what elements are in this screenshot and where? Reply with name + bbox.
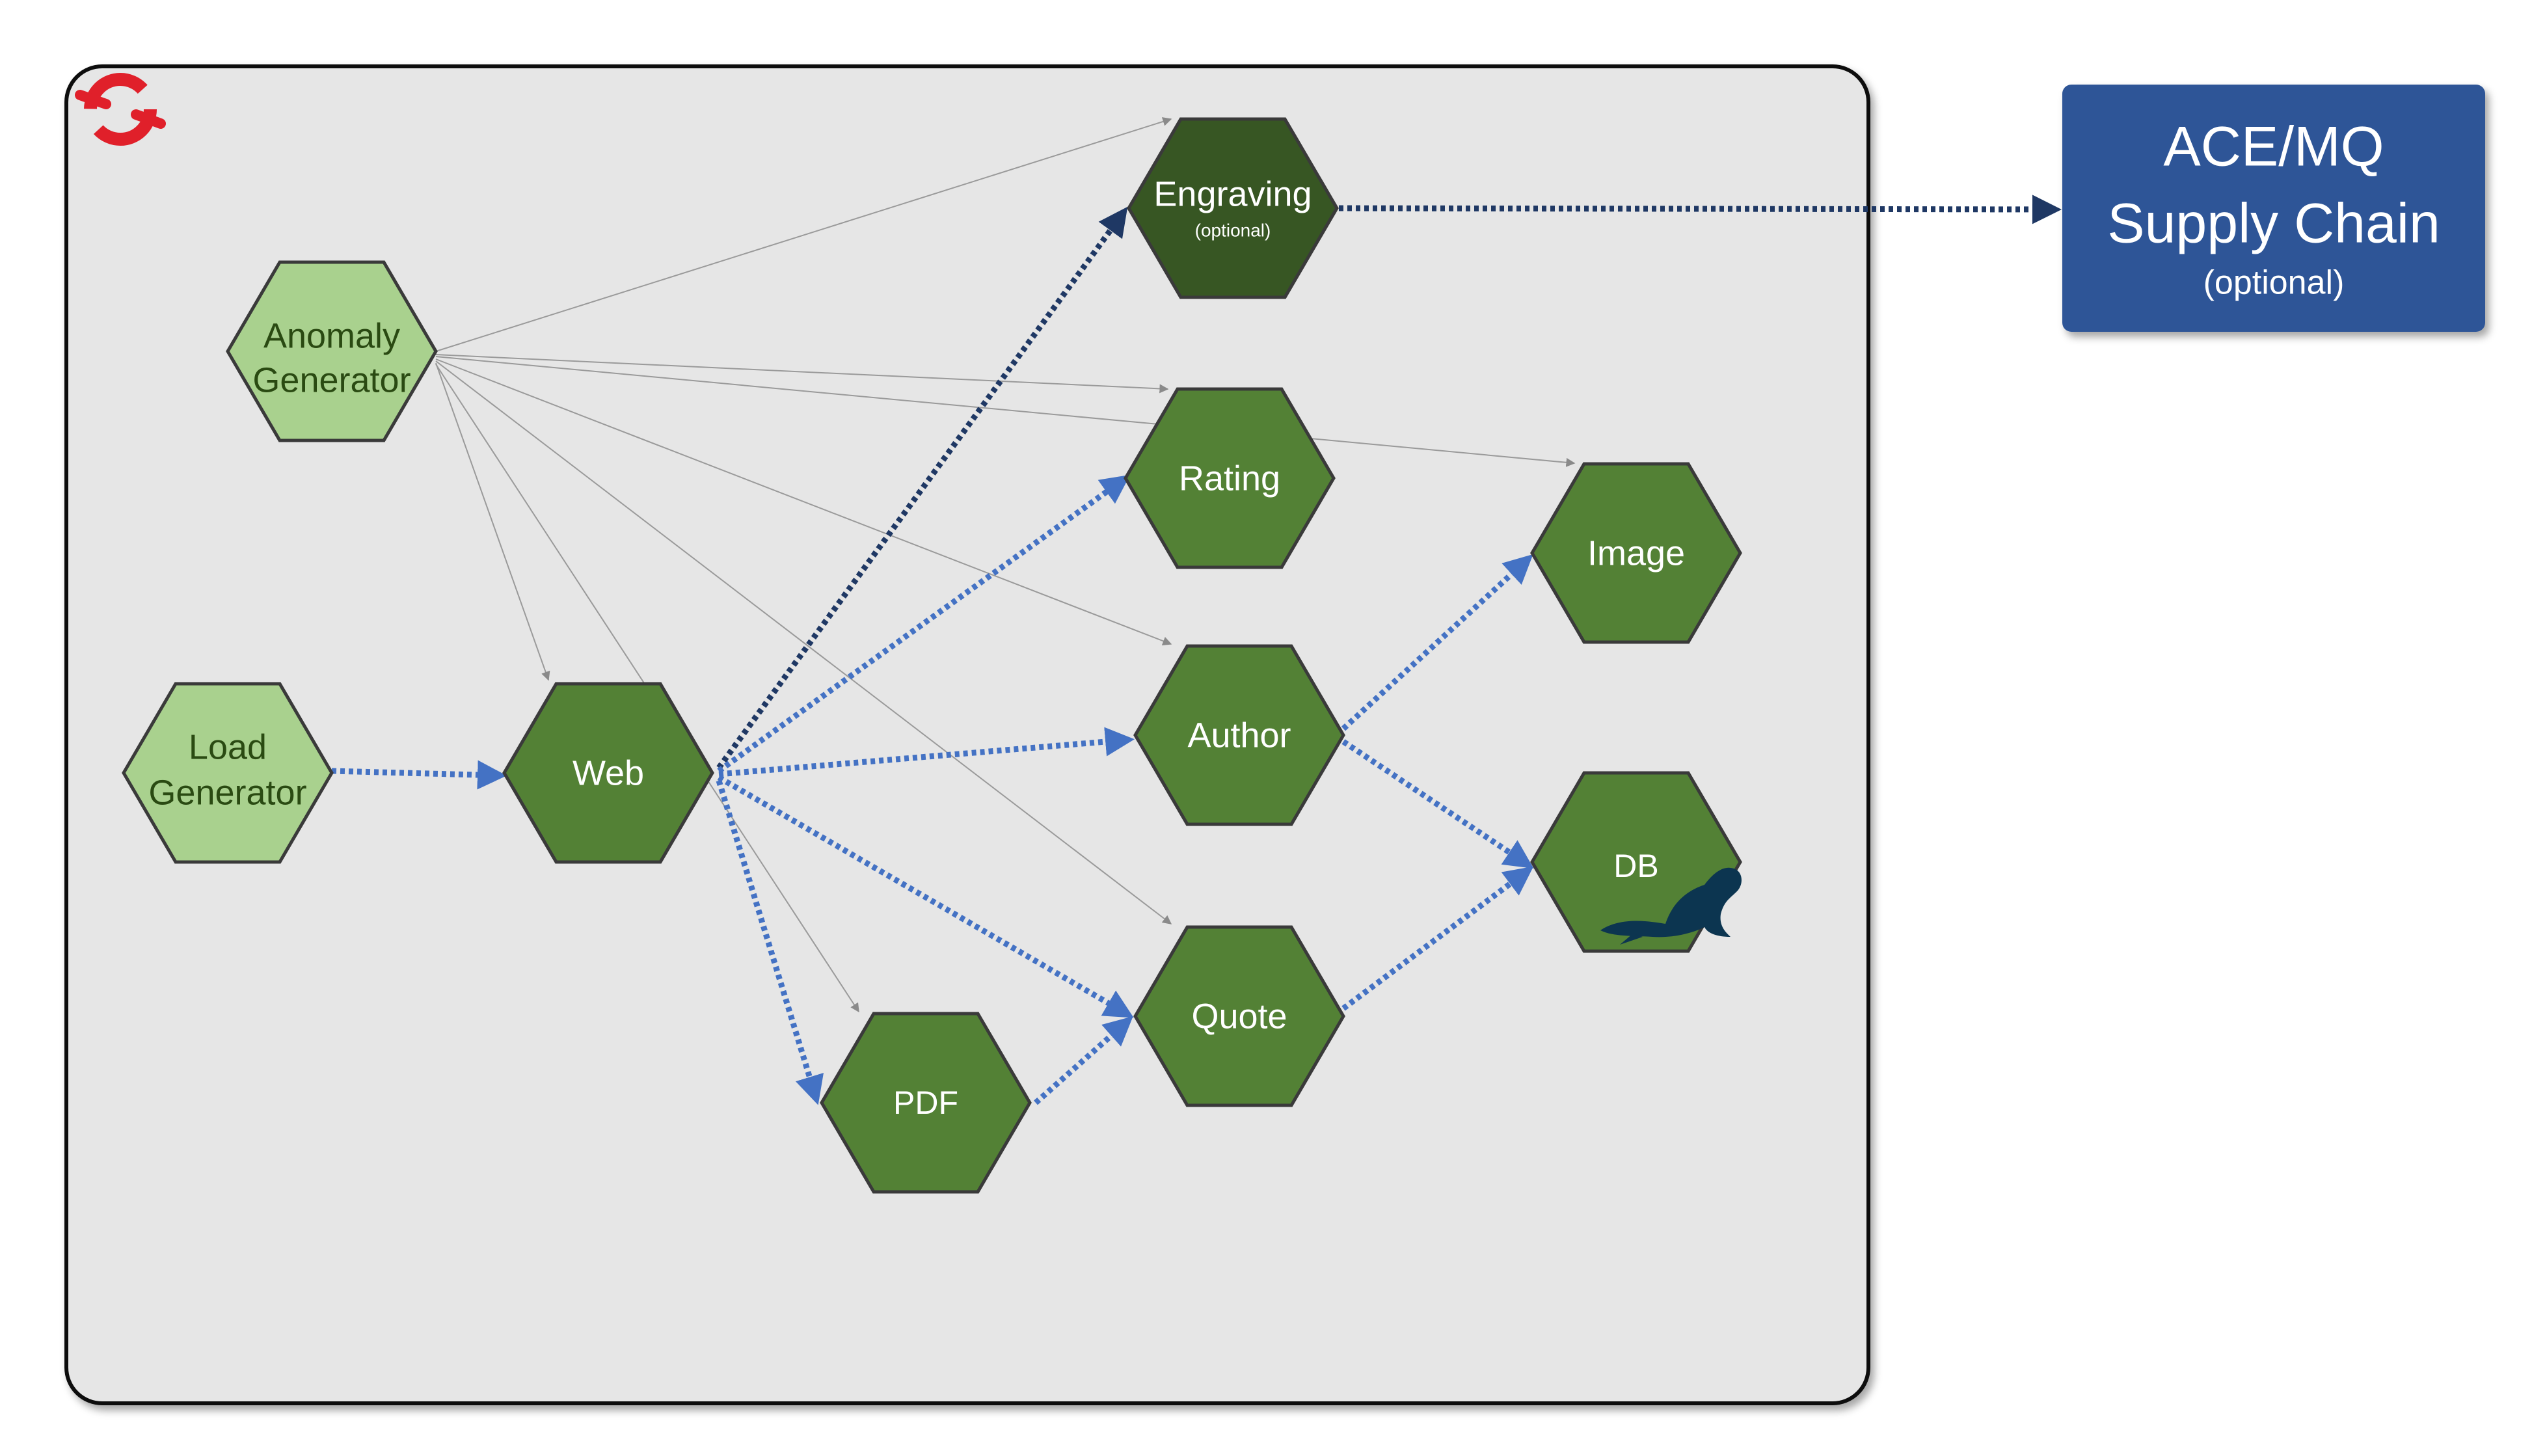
image-label: Image <box>1587 533 1685 573</box>
edge-engraving-acemq <box>1338 195 2062 224</box>
node-pdf[interactable]: PDF <box>820 1012 1032 1194</box>
traffic-edges <box>331 195 2062 1105</box>
node-quote[interactable]: Quote <box>1133 925 1345 1107</box>
node-rating[interactable]: Rating <box>1124 387 1336 569</box>
acemq-optional-label: (optional) <box>2203 264 2345 302</box>
node-load-generator[interactable]: Load Generator <box>122 682 334 864</box>
rating-label: Rating <box>1179 459 1280 498</box>
node-web[interactable]: Web <box>502 682 714 864</box>
node-engraving[interactable]: Engraving (optional) <box>1127 117 1339 299</box>
node-anomaly-generator[interactable]: Anomaly Generator <box>226 260 438 442</box>
node-db[interactable]: DB <box>1530 771 1742 953</box>
edge-anomaly-web <box>435 362 550 681</box>
db-label: DB <box>1613 848 1658 884</box>
mariadb-seal-icon <box>1600 867 1742 945</box>
edge-web-rating <box>717 474 1131 774</box>
quote-label: Quote <box>1191 997 1287 1036</box>
anomaly-generator-label-line2: Generator <box>252 360 411 399</box>
cluster-container <box>64 64 1870 1405</box>
load-generator-label-line1: Load <box>189 727 267 766</box>
edge-anomaly-image <box>435 356 1576 467</box>
acemq-label-line2: Supply Chain <box>2107 193 2440 255</box>
engraving-optional-label: (optional) <box>1195 220 1271 240</box>
edge-author-db <box>1341 739 1534 869</box>
anomaly-generator-label-line1: Anomaly <box>263 316 400 355</box>
edge-anomaly-rating <box>435 354 1169 394</box>
openshift-logo-icon <box>75 73 166 146</box>
edge-web-quote <box>717 775 1134 1018</box>
node-image[interactable]: Image <box>1530 462 1742 644</box>
engraving-label: Engraving <box>1153 174 1312 213</box>
edge-anomaly-author <box>435 358 1172 645</box>
pdf-label: PDF <box>893 1085 958 1121</box>
web-label: Web <box>572 753 644 792</box>
edge-load-web <box>331 760 507 790</box>
load-generator-label-line2: Generator <box>148 773 306 812</box>
edge-anomaly-quote <box>435 360 1172 924</box>
edge-web-author <box>718 727 1135 777</box>
external-acemq-supply-chain[interactable]: ACE/MQ Supply Chain (optional) <box>2062 85 2485 332</box>
acemq-label-line1: ACE/MQ <box>2163 116 2384 178</box>
edge-pdf-quote <box>1034 1016 1133 1105</box>
edge-anomaly-engraving <box>435 117 1172 352</box>
author-label: Author <box>1187 716 1291 755</box>
node-author[interactable]: Author <box>1133 644 1345 826</box>
